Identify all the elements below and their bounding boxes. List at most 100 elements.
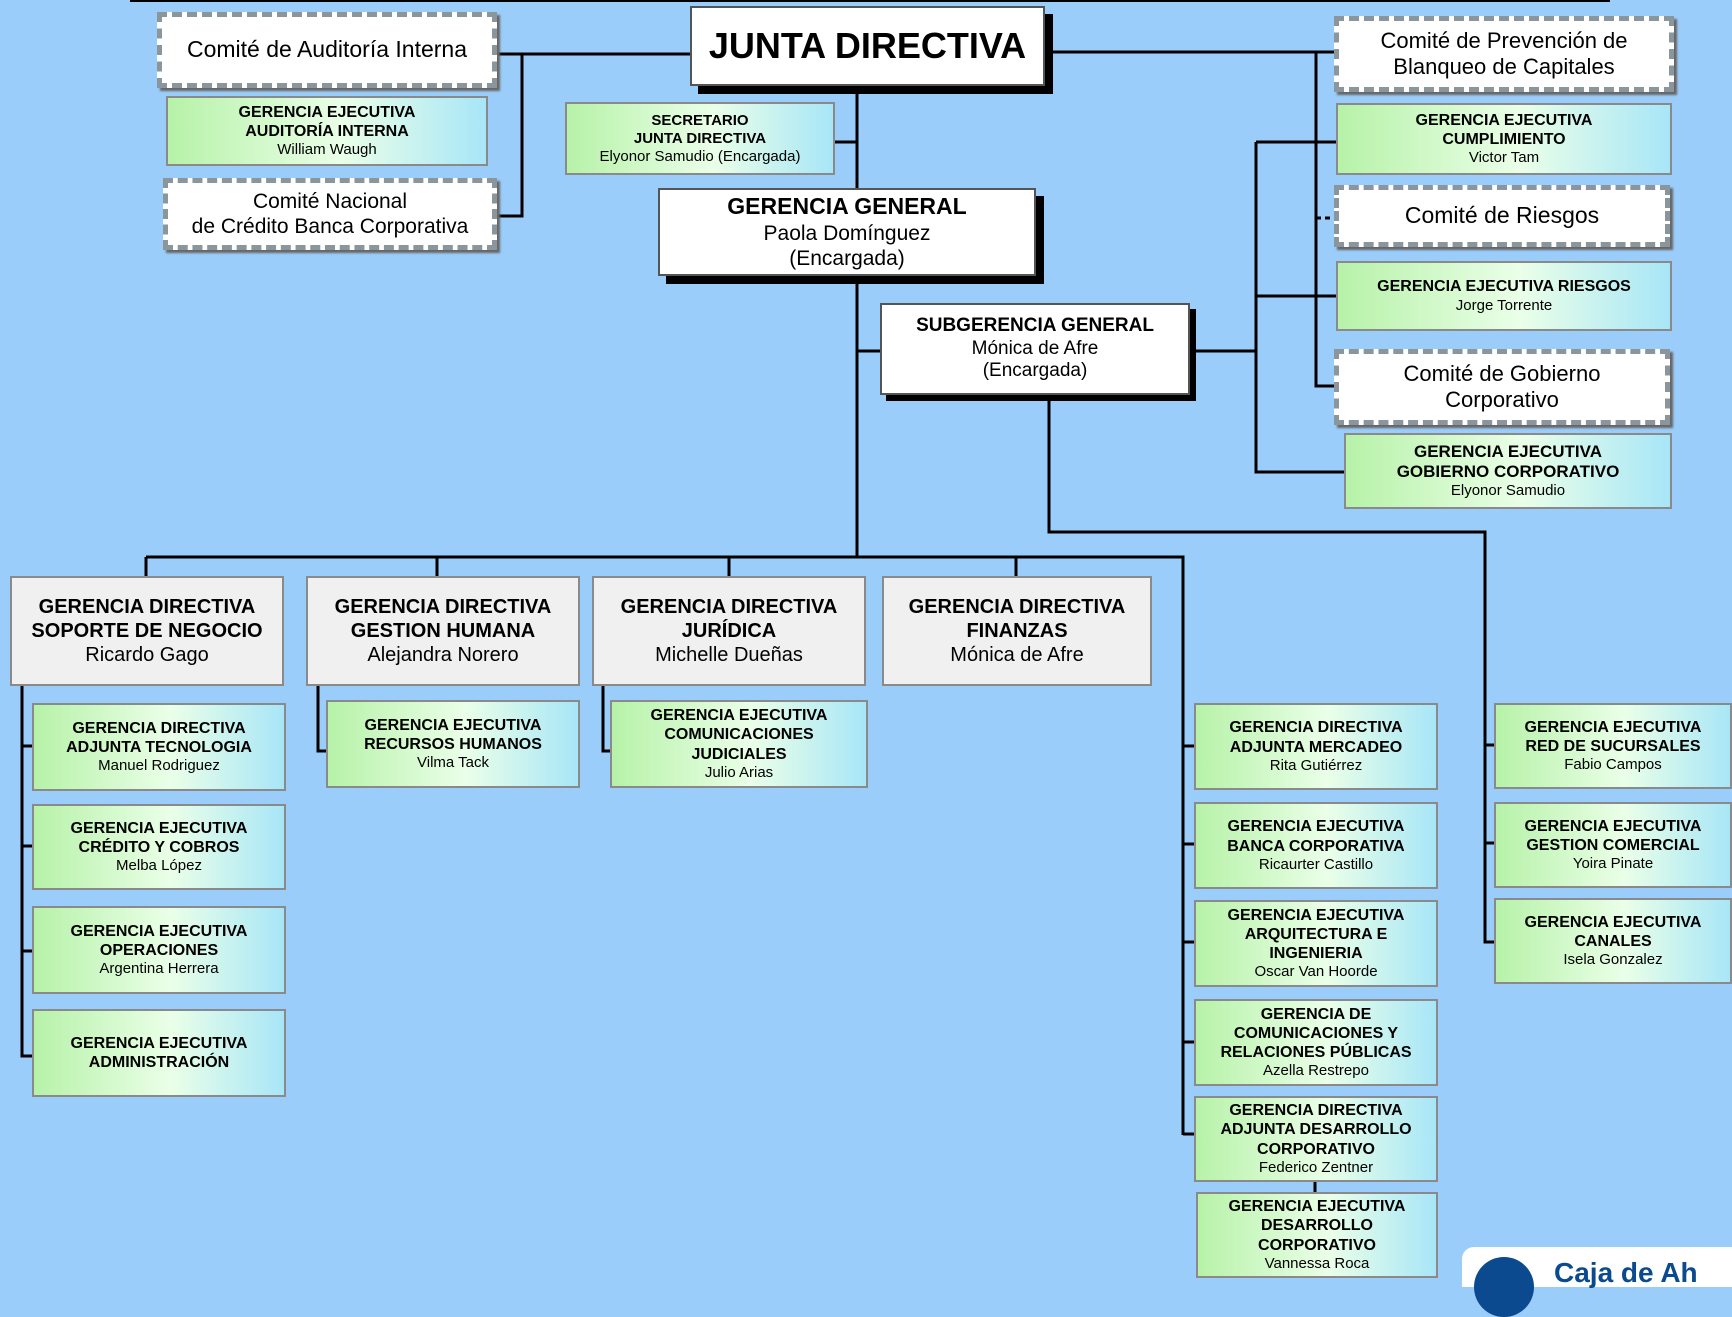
box-person: Julio Arias — [704, 763, 774, 781]
gerencia-cumplimiento: GERENCIA EJECUTIVA CUMPLIMIENTO Victor T… — [1336, 103, 1672, 175]
committee-label: Comité Nacional — [252, 189, 408, 213]
box-title: GERENCIA EJECUTIVA — [1227, 818, 1405, 836]
junta-directiva-box: JUNTA DIRECTIVA — [690, 6, 1045, 86]
box-title: SOPORTE DE NEGOCIO — [31, 620, 263, 642]
committee-label: Comité de Auditoría Interna — [187, 36, 467, 63]
box-title: RELACIONES PÚBLICAS — [1220, 1044, 1412, 1062]
box-person: Mónica de Afre — [971, 337, 1099, 359]
box-title: GERENCIA EJECUTIVA — [1415, 111, 1593, 129]
box-note: (Encargada) — [982, 360, 1088, 382]
box-note: (Encargada) — [789, 246, 905, 270]
secretario-junta: SECRETARIO JUNTA DIRECTIVA Elyonor Samud… — [565, 102, 835, 175]
box-title: GERENCIA DIRECTIVA — [620, 596, 838, 618]
box-person: Victor Tam — [1468, 149, 1540, 167]
box-person: Manuel Rodriguez — [98, 757, 220, 775]
directiva-finanzas: GERENCIA DIRECTIVA FINANZAS Mónica de Af… — [882, 576, 1152, 686]
box-title: GERENCIA EJECUTIVA RIESGOS — [1377, 278, 1631, 296]
page-title: JUNTA DIRECTIVA — [708, 25, 1027, 67]
connector — [1254, 142, 1346, 474]
box-title: AUDITORÍA INTERNA — [245, 123, 409, 140]
gerencia-recursos-humanos: GERENCIA EJECUTIVA RECURSOS HUMANOS Vilm… — [326, 700, 580, 788]
box-title: GERENCIA DIRECTIVA — [38, 596, 256, 618]
bank-logo: Caja de Ah — [1462, 1247, 1732, 1317]
box-title: SUBGERENCIA GENERAL — [916, 314, 1154, 336]
box-person: Argentina Herrera — [99, 960, 219, 978]
box-person: Vannessa Roca — [1264, 1254, 1370, 1272]
subgerencia-general-box: SUBGERENCIA GENERAL Mónica de Afre (Enca… — [880, 303, 1190, 395]
committee-label: de Crédito Banca Corporativa — [191, 215, 469, 238]
connector — [316, 686, 328, 753]
directiva-gestion-humana: GERENCIA DIRECTIVA GESTION HUMANA Alejan… — [306, 576, 580, 686]
box-person: Ricaurter Castillo — [1258, 855, 1374, 873]
box-title: SECRETARIO — [651, 111, 749, 129]
logo-text: Caja de Ah — [1554, 1257, 1698, 1288]
gerencia-desarrollo-corporativo: GERENCIA EJECUTIVA DESARROLLO CORPORATIV… — [1196, 1192, 1438, 1278]
box-person: Fabio Campos — [1564, 756, 1662, 774]
box-title: GOBIERNO CORPORATIVO — [1396, 462, 1620, 481]
connector — [1183, 744, 1196, 1136]
committee-label: Comité de Gobierno — [1403, 360, 1601, 386]
gerencia-administracion: GERENCIA EJECUTIVA ADMINISTRACIÓN — [32, 1009, 286, 1097]
box-title: CORPORATIVO — [1257, 1140, 1375, 1158]
gerencia-operaciones: GERENCIA EJECUTIVA OPERACIONES Argentina… — [32, 906, 286, 994]
box-title: DESARROLLO — [1261, 1217, 1373, 1235]
connector — [1047, 398, 1496, 944]
gerencia-adjunta-tecnologia: GERENCIA DIRECTIVA ADJUNTA TECNOLOGIA Ma… — [32, 703, 286, 791]
box-person: Alejandra Norero — [367, 644, 519, 666]
box-person: Vilma Tack — [417, 754, 489, 772]
box-title: GERENCIA EJECUTIVA — [1524, 817, 1702, 835]
box-person: Melba López — [116, 857, 202, 875]
box-person: Elyonor Samudio (Encargada) — [599, 147, 801, 165]
box-person: Michelle Dueñas — [655, 644, 803, 666]
gerencia-red-sucursales: GERENCIA EJECUTIVA RED DE SUCURSALES Fab… — [1494, 703, 1732, 789]
box-title: CUMPLIMIENTO — [1442, 131, 1566, 148]
gerencia-credito-cobros: GERENCIA EJECUTIVA CRÉDITO Y COBROS Melb… — [32, 804, 286, 890]
box-title: CANALES — [1574, 933, 1652, 950]
box-title: GERENCIA DIRECTIVA — [1229, 1102, 1403, 1120]
gerencia-comunicaciones-relaciones-publicas: GERENCIA DE COMUNICACIONES Y RELACIONES … — [1194, 999, 1438, 1086]
box-person: Azella Restrepo — [1263, 1062, 1369, 1080]
box-title: COMUNICACIONES Y — [1233, 1024, 1399, 1042]
box-title: ARQUITECTURA E — [1244, 925, 1388, 943]
gerencia-general-box: GERENCIA GENERAL Paola Domínguez (Encarg… — [658, 188, 1036, 276]
box-title: GERENCIA GENERAL — [727, 193, 967, 220]
gerencia-auditoria-interna: GERENCIA EJECUTIVA AUDITORÍA INTERNA Wil… — [166, 96, 488, 166]
committee-riesgos: Comité de Riesgos — [1334, 185, 1670, 247]
box-person: Mónica de Afre — [950, 644, 1084, 666]
committee-label: Corporativo — [1445, 387, 1559, 412]
gerencia-adjunta-mercadeo: GERENCIA DIRECTIVA ADJUNTA MERCADEO Rita… — [1194, 703, 1438, 790]
box-title: GERENCIA DIRECTIVA — [908, 596, 1126, 618]
box-title: RED DE SUCURSALES — [1525, 738, 1701, 755]
gerencia-adjunta-desarrollo: GERENCIA DIRECTIVA ADJUNTA DESARROLLO CO… — [1194, 1096, 1438, 1182]
box-title: INGENIERIA — [1269, 945, 1363, 963]
box-person: Federico Zentner — [1258, 1158, 1374, 1176]
box-title: GERENCIA EJECUTIVA — [364, 716, 542, 734]
box-title: BANCA CORPORATIVA — [1227, 837, 1405, 855]
committee-auditoria-interna: Comité de Auditoría Interna — [157, 12, 497, 88]
box-person: Oscar Van Hoorde — [1254, 963, 1378, 981]
box-title: COMUNICACIONES — [664, 726, 814, 744]
committee-blanqueo: Comité de Prevención de Blanqueo de Capi… — [1334, 16, 1674, 92]
box-title: GERENCIA EJECUTIVA — [650, 707, 828, 725]
connector — [601, 686, 612, 753]
gerencia-canales: GERENCIA EJECUTIVA CANALES Isela Gonzale… — [1494, 898, 1732, 984]
connector — [495, 54, 524, 218]
box-title: JUDICIALES — [691, 745, 787, 763]
box-person: Elyonor Samudio — [1450, 482, 1566, 500]
committee-label: Comité de Prevención de — [1380, 27, 1628, 53]
committee-label: Blanqueo de Capitales — [1393, 54, 1615, 79]
box-title: GESTION COMERCIAL — [1526, 837, 1700, 854]
box-title: JUNTA DIRECTIVA — [633, 129, 767, 147]
box-person: Rita Gutiérrez — [1269, 756, 1363, 774]
box-title: ADJUNTA DESARROLLO — [1220, 1121, 1412, 1139]
box-title: CRÉDITO Y COBROS — [78, 839, 240, 856]
box-title: GERENCIA EJECUTIVA — [1228, 1198, 1406, 1216]
logo-mark-icon — [1474, 1257, 1534, 1317]
connector — [20, 686, 34, 1058]
committee-gobierno: Comité de Gobierno Corporativo — [1334, 349, 1670, 425]
box-title: ADJUNTA MERCADEO — [1229, 738, 1403, 756]
directiva-juridica: GERENCIA DIRECTIVA JURÍDICA Michelle Due… — [592, 576, 866, 686]
box-title: FINANZAS — [966, 620, 1068, 642]
box-title: GERENCIA DIRECTIVA — [72, 719, 246, 737]
box-person: Isela Gonzalez — [1563, 951, 1663, 969]
